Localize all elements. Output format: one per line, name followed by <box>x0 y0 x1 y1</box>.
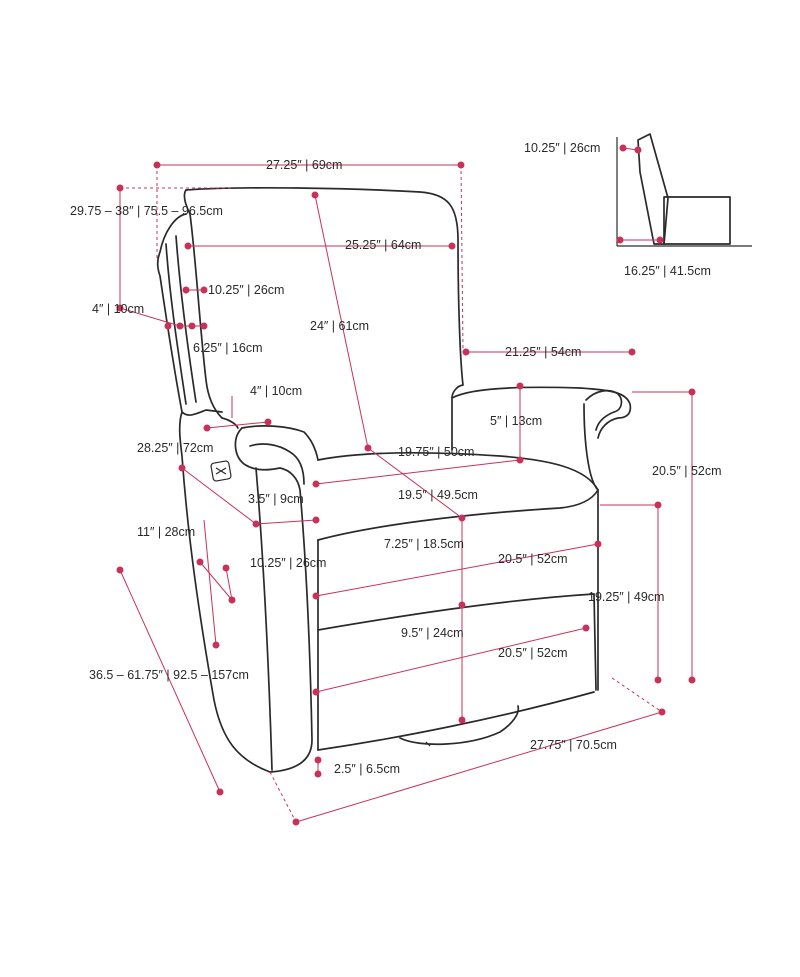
label-front-height: 9.5″ | 24cm <box>401 626 464 640</box>
label-front-width-upper: 20.5″ | 52cm <box>498 552 568 566</box>
recliner-drawing <box>156 186 632 773</box>
label-base-height: 2.5″ | 6.5cm <box>334 762 400 776</box>
label-side-panel: 10.25″ | 26cm <box>250 556 326 570</box>
label-reclined-length: 36.5 – 61.75″ | 92.5 – 157cm <box>89 668 249 682</box>
label-wing-height: 10.25″ | 26cm <box>208 283 284 297</box>
dimension-labels: 27.25″ | 69cm 29.75 – 38″ | 75.5 – 96.5c… <box>70 141 722 776</box>
label-seat-cushion: 7.25″ | 18.5cm <box>384 537 464 551</box>
label-side-cushion: 4″ | 10cm <box>92 302 144 316</box>
label-seat-width: 19.75″ | 50cm <box>398 445 474 459</box>
label-forward-clearance: 16.25″ | 41.5cm <box>624 264 711 278</box>
label-arm-length: 28.25″ | 72cm <box>137 441 213 455</box>
label-wing-depth: 6.25″ | 16cm <box>193 341 263 355</box>
label-front-width-lower: 20.5″ | 52cm <box>498 646 568 660</box>
side-profile-inset <box>616 133 752 247</box>
label-arm-above-seat: 5″ | 13cm <box>490 414 542 428</box>
label-arm-total-height: 20.5″ | 52cm <box>652 464 722 478</box>
label-arm-width: 3.5″ | 9cm <box>248 492 304 506</box>
label-arm-pad: 4″ | 10cm <box>250 384 302 398</box>
label-seat-height: 19.25″ | 49cm <box>588 590 664 604</box>
dimension-dots <box>116 144 696 826</box>
label-back-height: 24″ | 61cm <box>310 319 369 333</box>
dimension-lines <box>119 147 693 823</box>
label-overall-width: 27.25″ | 69cm <box>266 158 342 172</box>
label-wall-clearance: 10.25″ | 26cm <box>524 141 600 155</box>
label-overall-depth: 27.75″ | 70.5cm <box>530 738 617 752</box>
label-seat-depth: 19.5″ | 49.5cm <box>398 488 478 502</box>
label-seat-to-back: 21.25″ | 54cm <box>505 345 581 359</box>
label-back-width: 25.25″ | 64cm <box>345 238 421 252</box>
label-overall-height: 29.75 – 38″ | 75.5 – 96.5cm <box>70 204 223 218</box>
label-front-panel: 11″ | 28cm <box>137 525 195 539</box>
